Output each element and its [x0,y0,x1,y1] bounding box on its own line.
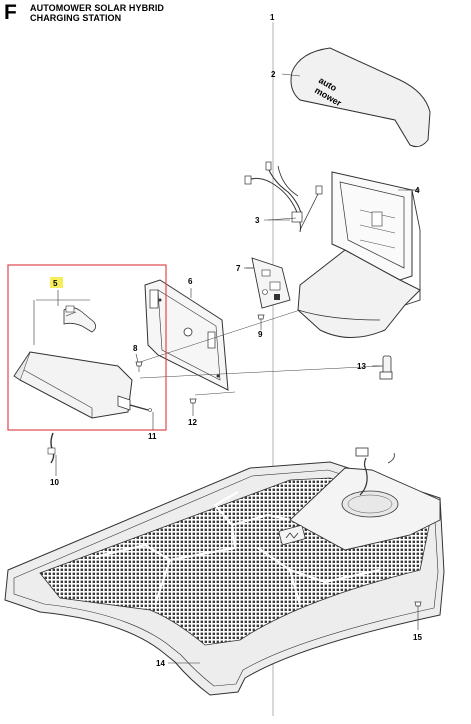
callout-5: 5 [53,279,58,288]
callout-6: 6 [188,277,193,286]
callout-3: 3 [255,216,260,225]
callout-8: 8 [133,344,138,353]
base-plate-part-14 [4,447,445,696]
highlight-box-part-5 [7,264,167,431]
callout-12: 12 [188,418,197,427]
front-cover-part-5 [13,305,133,419]
callout-2: 2 [271,70,276,79]
callout-14: 14 [156,659,165,668]
section-letter: F [4,1,17,24]
screw-part-15 [414,601,422,615]
callout-5-highlight [50,277,63,288]
callout-1: 1 [270,13,275,22]
screw-part-8 [135,361,143,372]
screw-part-9 [257,314,265,328]
callout-10: 10 [50,478,59,487]
housing-part-4 [297,171,421,338]
callout-leaders [33,73,420,664]
callout-15: 15 [413,633,422,642]
callout-11: 11 [148,432,157,441]
cable-harness-part-3 [244,161,323,233]
callout-7: 7 [236,264,241,273]
callout-13: 13 [357,362,366,371]
circuit-board-part-7 [246,257,291,309]
top-cover-part-2: auto mower [290,47,431,148]
diagram-title-line-1: AUTOMOWER SOLAR HYBRID [30,3,165,13]
cable-tie-part-10 [47,432,56,464]
callout-9: 9 [258,330,263,339]
connector-part-13 [374,355,393,380]
callout-4: 4 [415,186,420,195]
pin-part-11 [117,395,152,412]
screw-part-12 [189,398,197,412]
diagram-title-line-2: CHARGING STATION [30,13,122,23]
